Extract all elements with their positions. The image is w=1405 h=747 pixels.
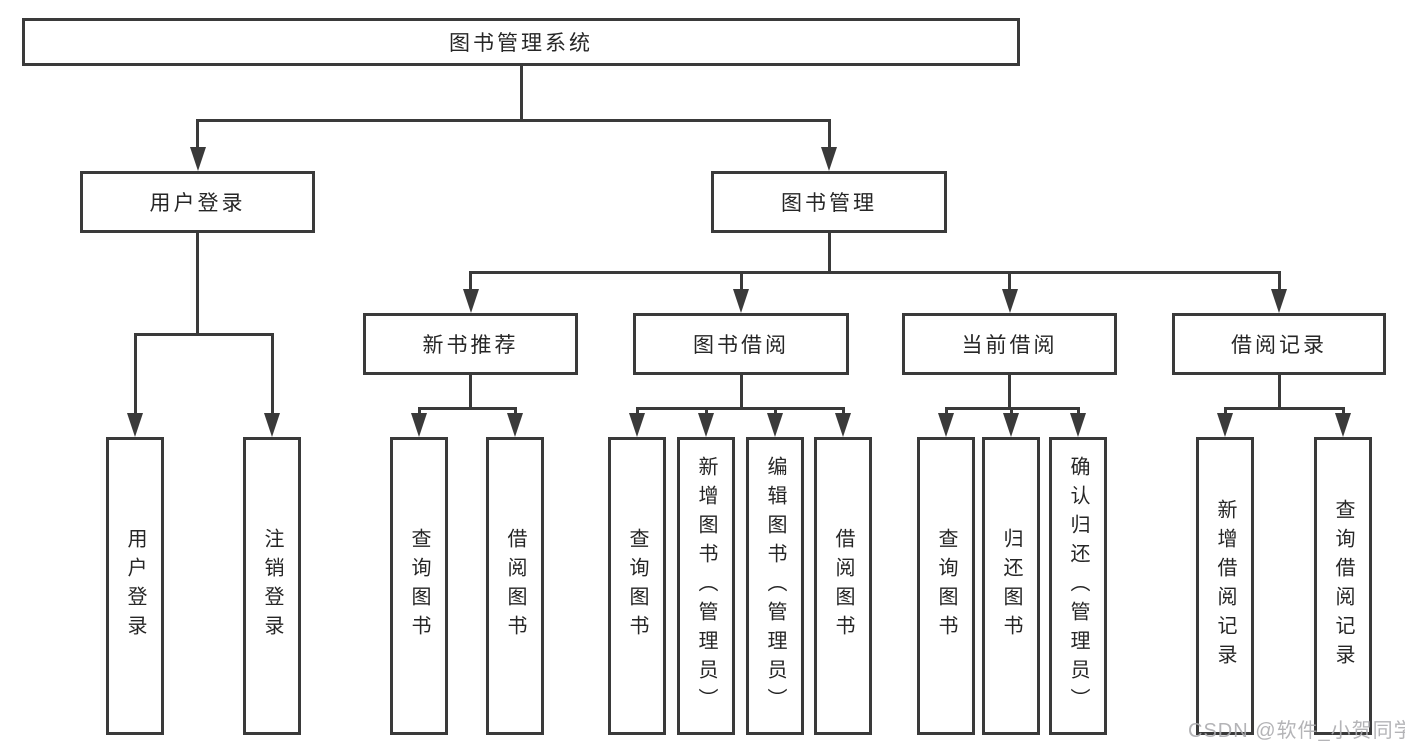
connector-vline bbox=[270, 333, 274, 417]
leaf-confirm-return-admin: 确认归还（管理员） bbox=[1049, 437, 1107, 735]
connector-vline bbox=[1341, 407, 1345, 417]
arrow-down-icon bbox=[462, 289, 479, 313]
connector-vline bbox=[827, 119, 831, 151]
connector-vline bbox=[469, 372, 472, 410]
connector-vline bbox=[739, 372, 743, 410]
leaf-add-borrow-record: 新增借阅记录 bbox=[1196, 437, 1254, 735]
arrow-down-icon bbox=[733, 289, 749, 313]
leaf-user-login: 用户登录 bbox=[106, 437, 164, 735]
connector-vline bbox=[841, 407, 845, 417]
connector-vline bbox=[1008, 271, 1011, 293]
leaf-query-books-recommend: 查询图书 bbox=[390, 437, 448, 735]
connector-vline bbox=[944, 407, 948, 417]
arrow-down-icon bbox=[264, 413, 280, 437]
arrow-down-icon bbox=[189, 147, 206, 171]
connector-vline bbox=[1223, 407, 1227, 417]
connector-hline bbox=[1223, 407, 1345, 410]
connector-vline bbox=[704, 407, 708, 417]
connector-vline bbox=[196, 230, 199, 336]
arrow-down-icon bbox=[698, 413, 714, 437]
node-user-login: 用户登录 bbox=[80, 171, 315, 233]
arrow-down-icon bbox=[1217, 413, 1233, 437]
connector-vline bbox=[519, 63, 523, 122]
arrow-down-icon bbox=[1001, 289, 1018, 313]
arrow-down-icon bbox=[835, 413, 851, 437]
connector-vline bbox=[1277, 271, 1281, 293]
connector-vline bbox=[1009, 407, 1013, 417]
node-book-borrow: 图书借阅 bbox=[633, 313, 849, 375]
connector-vline bbox=[773, 407, 777, 417]
connector-vline bbox=[417, 407, 421, 417]
leaf-query-borrow-record: 查询借阅记录 bbox=[1314, 437, 1372, 735]
arrow-down-icon bbox=[1335, 413, 1351, 437]
node-current-borrow: 当前借阅 bbox=[902, 313, 1117, 375]
connector-hline bbox=[635, 407, 845, 410]
leaf-borrow-books-borrow: 借阅图书 bbox=[814, 437, 872, 735]
arrow-down-icon bbox=[507, 413, 523, 437]
arrow-down-icon bbox=[1271, 289, 1287, 313]
connector-vline bbox=[1277, 372, 1281, 410]
arrow-down-icon bbox=[1070, 413, 1086, 437]
csdn-watermark: CSDN @软件_小贺同学 bbox=[1188, 720, 1405, 742]
connector-vline bbox=[513, 407, 517, 417]
connector-vline bbox=[196, 119, 199, 151]
connector-hline bbox=[133, 333, 274, 336]
leaf-borrow-books-recommend: 借阅图书 bbox=[486, 437, 544, 735]
leaf-add-book-admin: 新增图书（管理员） bbox=[677, 437, 735, 735]
connector-hline bbox=[469, 271, 1280, 274]
node-borrow-records: 借阅记录 bbox=[1172, 313, 1386, 375]
connector-vline bbox=[133, 333, 137, 417]
arrow-down-icon bbox=[938, 413, 954, 437]
connector-hline bbox=[417, 407, 517, 410]
connector-vline bbox=[1076, 407, 1080, 417]
arrow-down-icon bbox=[767, 413, 783, 437]
arrow-down-icon bbox=[127, 413, 143, 437]
arrow-down-icon bbox=[629, 413, 645, 437]
node-book-management: 图书管理 bbox=[711, 171, 947, 233]
node-new-book-recommend: 新书推荐 bbox=[363, 313, 578, 375]
arrow-down-icon bbox=[411, 413, 427, 437]
leaf-query-books-borrow: 查询图书 bbox=[608, 437, 666, 735]
leaf-return-book: 归还图书 bbox=[982, 437, 1040, 735]
leaf-logout: 注销登录 bbox=[243, 437, 301, 735]
arrow-down-icon bbox=[1003, 413, 1019, 437]
connector-vline bbox=[1008, 372, 1011, 410]
connector-vline bbox=[739, 271, 743, 293]
node-library-management-system: 图书管理系统 bbox=[22, 18, 1020, 66]
connector-hline bbox=[196, 119, 830, 122]
leaf-query-books-current: 查询图书 bbox=[917, 437, 975, 735]
connector-vline bbox=[635, 407, 639, 417]
connector-vline bbox=[469, 271, 472, 293]
connector-vline bbox=[827, 230, 831, 274]
leaf-edit-book-admin: 编辑图书（管理员） bbox=[746, 437, 804, 735]
arrow-down-icon bbox=[821, 147, 837, 171]
